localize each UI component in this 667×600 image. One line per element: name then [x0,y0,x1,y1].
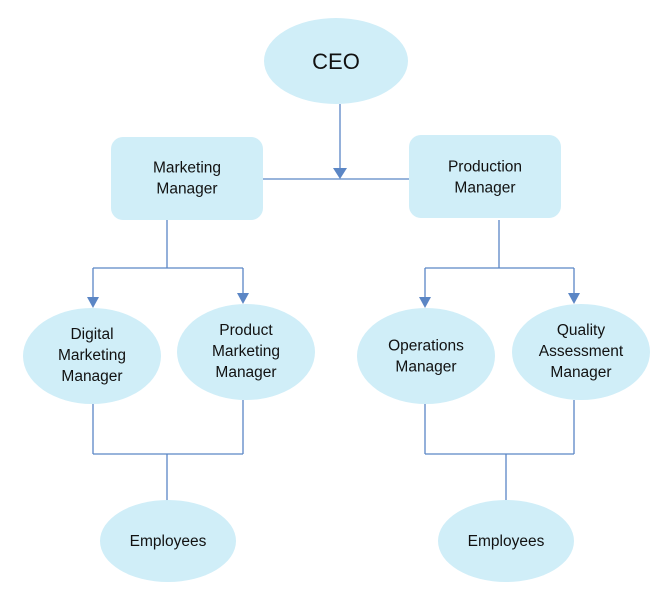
arrow-ceo-icon [333,168,347,179]
node-label-line: Employees [130,533,207,550]
arrow-digital-icon [87,297,99,308]
node-employees-right-shape [438,500,574,582]
node-label-line: Manager [215,364,276,381]
node-label-line: Marketing [153,159,221,176]
node-production-manager-shape [409,135,561,218]
node-employees-left-label: Employees [130,533,207,550]
node-label-line: Manager [395,358,456,375]
node-label-line: Digital [70,326,113,343]
arrow-quality-icon [568,293,580,304]
node-label-line: Employees [468,533,545,550]
node-label-line: CEO [312,49,360,74]
node-operations-manager-shape [357,308,495,404]
node-digital-marketing-manager-shape [23,308,161,404]
node-label-line: Operations [388,337,464,354]
node-ceo[interactable]: CEO [264,18,408,104]
node-product-marketing-manager-shape [177,304,315,400]
node-quality-assessment-manager-shape [512,304,650,400]
connectors [87,104,580,501]
node-marketing-manager-shape [111,137,263,220]
node-employees-left-shape [100,500,236,582]
node-label-line: Marketing [212,343,280,360]
arrow-product-icon [237,293,249,304]
node-employees-right[interactable]: Employees [438,500,574,582]
node-label-line: Manager [454,179,515,196]
node-label-line: Assessment [539,343,624,360]
node-label-line: Production [448,158,522,175]
node-label-line: Product [219,322,273,339]
node-label-line: Manager [156,180,217,197]
node-ceo-label: CEO [312,49,360,74]
arrow-operations-icon [419,297,431,308]
node-employees-right-label: Employees [468,533,545,550]
node-label-line: Manager [550,364,611,381]
node-ceo-shape [264,18,408,104]
node-label-line: Quality [557,322,605,339]
node-employees-left[interactable]: Employees [100,500,236,582]
node-label-line: Manager [61,368,122,385]
node-label-line: Marketing [58,347,126,364]
